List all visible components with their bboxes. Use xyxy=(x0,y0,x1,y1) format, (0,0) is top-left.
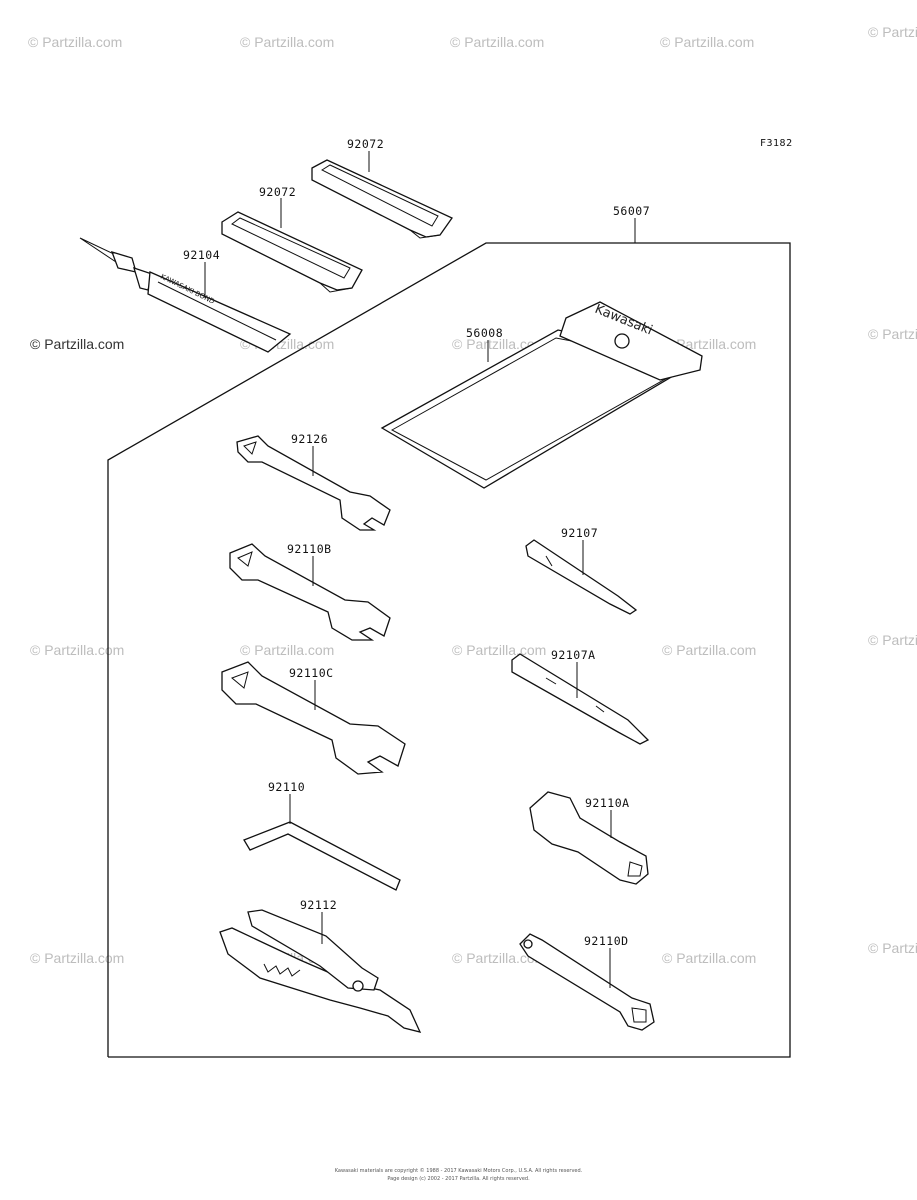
footer-copyright: Kawasaki materials are copyright © 1988 … xyxy=(334,1168,583,1174)
part-label-92110c[interactable]: 92110C xyxy=(289,666,334,680)
part-label-92112[interactable]: 92112 xyxy=(300,898,338,912)
watermark: © Partzilla.com xyxy=(240,34,335,50)
part-label-92107[interactable]: 92107 xyxy=(561,526,599,540)
watermark: © Partzilla.com xyxy=(450,34,545,50)
watermark: © Partzilla.com xyxy=(868,632,917,648)
watermark: © Partzilla.com xyxy=(662,642,757,658)
part-label-92126[interactable]: 92126 xyxy=(291,432,329,446)
watermark: © Partzilla.com xyxy=(452,642,547,658)
watermark: © Partzilla.com xyxy=(28,34,123,50)
screwdriver-drawing xyxy=(525,539,638,615)
figure-code: F3182 xyxy=(760,138,793,149)
part-label-92072-top[interactable]: 92072 xyxy=(347,137,385,151)
watermark: © Partzilla.com xyxy=(868,24,917,40)
part-label-56007[interactable]: 56007 xyxy=(613,204,651,218)
watermark: © Partzilla.com xyxy=(660,34,755,50)
box-wrench-d-drawing xyxy=(519,933,655,1031)
part-label-92110a[interactable]: 92110A xyxy=(585,796,630,810)
part-label-92072-lower[interactable]: 92072 xyxy=(259,185,297,199)
part-label-92104[interactable]: 92104 xyxy=(183,248,221,262)
strap-lower-drawing xyxy=(221,211,363,293)
watermark: © Partzilla.com xyxy=(662,950,757,966)
watermark: © Partzilla.com xyxy=(30,642,125,658)
watermark: © Partzilla.com xyxy=(868,326,917,342)
part-label-92110[interactable]: 92110 xyxy=(268,780,306,794)
wrench-b-drawing xyxy=(229,543,391,641)
watermark: © Partzilla.com xyxy=(30,336,125,352)
tool-case-drawing: Kawasaki xyxy=(380,301,703,489)
wrench-c-drawing xyxy=(221,661,406,775)
watermark: © Partzilla.com xyxy=(30,950,125,966)
pliers-drawing xyxy=(219,909,422,1033)
watermark: © Partzilla.com xyxy=(240,642,335,658)
part-label-92110d[interactable]: 92110D xyxy=(584,934,629,948)
footer-page-design: Page design (c) 2002 - 2017 Partzilla. A… xyxy=(387,1176,530,1182)
kit-boundary xyxy=(107,242,791,1058)
watermark: © Partzilla.com xyxy=(452,950,547,966)
watermark: © Partzilla.com xyxy=(452,336,547,352)
hex-key-drawing xyxy=(243,821,401,891)
watermark: © Partzilla.com xyxy=(868,940,917,956)
part-label-92110b[interactable]: 92110B xyxy=(287,542,332,556)
box-wrench-a-drawing xyxy=(529,791,649,885)
strap-top-drawing xyxy=(311,159,453,239)
screwdriver-a-drawing xyxy=(511,653,650,745)
part-label-92107a[interactable]: 92107A xyxy=(551,648,596,662)
wrench-small-drawing xyxy=(236,435,391,531)
part-label-56008[interactable]: 56008 xyxy=(466,326,504,340)
